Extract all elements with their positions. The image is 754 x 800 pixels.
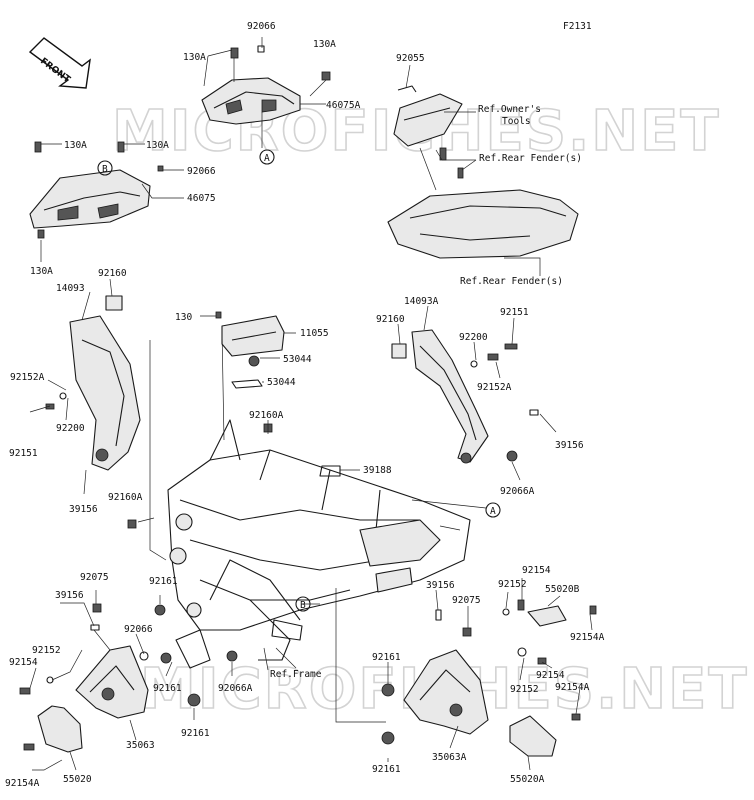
label-39156-bottom-left: 39156 (55, 590, 84, 601)
label-39156-bottom-right: 39156 (426, 580, 455, 591)
front-arrow-icon: FRONT (28, 37, 91, 89)
footrest-bracket-right (381, 599, 597, 757)
label-92160-right: 92160 (376, 314, 405, 325)
callout-a-top (259, 149, 275, 165)
label-92152-bottom-right-2: 92152 (510, 684, 539, 695)
label-ref-frame: Ref.Frame (270, 669, 322, 680)
figure-code: F2131 (563, 21, 592, 32)
label-92151-left: 92151 (9, 448, 38, 459)
center-plate (215, 311, 285, 433)
label-14093: 14093 (56, 283, 85, 294)
label-39156-right: 39156 (555, 440, 584, 451)
label-46075: 46075 (187, 193, 216, 204)
main-frame (167, 419, 471, 669)
seat-tray (387, 85, 579, 259)
label-92066a-right: 92066A (500, 486, 535, 497)
label-ref-rear-fender-2: Ref.Rear Fender(s) (460, 276, 563, 287)
label-35063: 35063 (126, 740, 155, 751)
label-53044-a: 53044 (283, 354, 312, 365)
label-92055: 92055 (396, 53, 425, 64)
label-92152-bottom-left: 92152 (32, 645, 61, 656)
label-92154a-bottom-right-2: 92154A (555, 682, 590, 693)
label-130: 130 (175, 312, 192, 323)
callout-a-top-label: A (264, 153, 270, 164)
label-92200-left: 92200 (56, 423, 85, 434)
label-ref-rear-fender-1: Ref.Rear Fender(s) (479, 153, 582, 164)
label-92154a-bottom-right-1: 92154A (570, 632, 605, 643)
label-92154a-bottom-left: 92154A (5, 778, 40, 789)
label-92066a-bottom: 92066A (218, 683, 253, 694)
label-46075a: 46075A (326, 100, 361, 111)
label-14093a: 14093A (404, 296, 439, 307)
callout-b-top (97, 160, 113, 176)
callout-b-frame (295, 596, 311, 612)
footrest-bracket-left (19, 603, 238, 753)
label-92161-d: 92161 (372, 652, 401, 663)
label-92200-right: 92200 (459, 332, 488, 343)
label-92160a-left: 92160A (108, 492, 143, 503)
label-130a-top-right: 130A (313, 39, 336, 50)
bracket-46075a (201, 45, 331, 125)
label-92066-top: 92066 (247, 21, 276, 32)
label-35063a: 35063A (432, 752, 467, 763)
label-130a-left-3: 130A (30, 266, 53, 277)
label-92161-c: 92161 (181, 728, 210, 739)
label-ref-tools: Tools (502, 116, 531, 127)
label-92152-bottom-right-1: 92152 (498, 579, 527, 590)
label-92161-a: 92161 (149, 576, 178, 587)
label-92154-bottom-right-1: 92154 (522, 565, 551, 576)
label-55020: 55020 (63, 774, 92, 785)
label-92075-left: 92075 (80, 572, 109, 583)
label-ref-owners: Ref.Owner's (478, 104, 541, 115)
callout-a-frame (485, 502, 501, 518)
label-92154-bottom-left: 92154 (9, 657, 38, 668)
side-cover-right (391, 329, 539, 464)
label-92152a-right: 92152A (477, 382, 512, 393)
label-92151-right: 92151 (500, 307, 529, 318)
label-11055: 11055 (300, 328, 329, 339)
label-130a-top-left: 130A (183, 52, 206, 63)
callout-b-top-label: B (102, 164, 108, 175)
callout-b-frame-label: B (300, 600, 306, 611)
side-cover-left (45, 295, 141, 529)
label-53044-b: 53044 (267, 377, 296, 388)
label-92154-bottom-right-2: 92154 (536, 670, 565, 681)
label-92160-left: 92160 (98, 268, 127, 279)
label-92075-right: 92075 (452, 595, 481, 606)
label-39156-left: 39156 (69, 504, 98, 515)
label-130a-left-2: 130A (146, 140, 169, 151)
label-92152a-left: 92152A (10, 372, 45, 383)
callout-a-frame-label: A (490, 506, 496, 517)
label-92161-e: 92161 (372, 764, 401, 775)
label-92160a-center: 92160A (249, 410, 284, 421)
label-55020a: 55020A (510, 774, 545, 785)
label-55020b: 55020B (545, 584, 580, 595)
label-39188: 39188 (363, 465, 392, 476)
bracket-46075 (29, 141, 164, 239)
label-130a-left-1: 130A (64, 140, 87, 151)
label-92161-b: 92161 (153, 683, 182, 694)
label-92066-bottom: 92066 (124, 624, 153, 635)
label-92066-left: 92066 (187, 166, 216, 177)
